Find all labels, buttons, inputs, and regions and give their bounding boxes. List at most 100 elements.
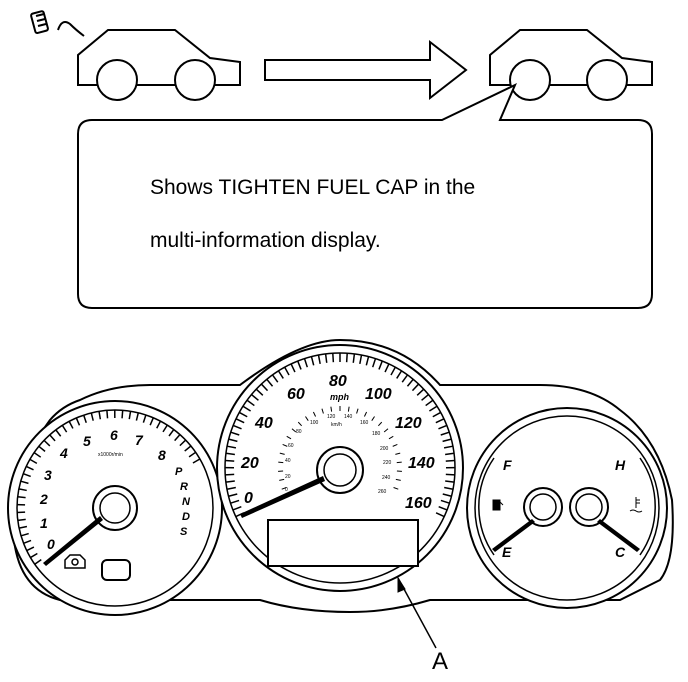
mph-140: 140	[408, 455, 435, 472]
tach-tick	[26, 546, 35, 552]
speed-tick	[255, 388, 264, 396]
speedometer: 0 20 40 60 80 100 120 140 160 mph 0 20 4…	[216, 344, 464, 592]
speed-tick	[440, 431, 450, 436]
car-icon	[77, 29, 241, 101]
tach-number-6: 6	[110, 427, 118, 443]
tach-tick	[188, 451, 197, 458]
kmh-tick	[392, 444, 398, 447]
kmh-tick	[377, 421, 383, 427]
fuel-pump-icon	[492, 499, 504, 511]
mph-80: 80	[329, 373, 347, 390]
tach-tick	[106, 410, 109, 419]
speed-tick	[238, 411, 248, 418]
gear-r: R	[180, 481, 188, 493]
mph-160: 160	[405, 495, 432, 512]
callout-line-2: multi-information display.	[150, 229, 381, 252]
mph-100: 100	[365, 386, 392, 403]
fuel-temperature-gauge: F E H C	[466, 407, 668, 609]
callout-line-1: Shows TIGHTEN FUEL CAP in the	[150, 176, 476, 199]
fuel-scale-arc	[478, 457, 495, 556]
speed-tick	[225, 459, 235, 462]
kmh-tick	[321, 408, 324, 414]
mph-40: 40	[254, 415, 273, 432]
mph-120: 120	[395, 415, 422, 432]
kmh-20: 20	[285, 474, 291, 480]
kmh-180: 180	[372, 431, 381, 437]
tach-tick	[22, 472, 31, 478]
tach-tick	[20, 480, 29, 485]
callout-box	[77, 82, 653, 309]
speed-tick	[438, 505, 448, 511]
tach-tick	[38, 445, 46, 452]
speed-tick	[445, 473, 455, 476]
tach-number-1: 1	[40, 515, 48, 531]
tach-tick	[90, 412, 94, 421]
kmh-tick	[388, 435, 394, 440]
speed-tick	[406, 378, 414, 387]
kmh-tick	[363, 411, 368, 417]
fuel-cap-icon	[30, 10, 85, 37]
speed-tick	[230, 499, 240, 504]
kmh-tick	[291, 428, 297, 433]
tach-tick	[34, 559, 42, 565]
speed-tick	[297, 360, 302, 370]
tach-tick	[17, 495, 26, 499]
speed-tick	[232, 424, 242, 430]
speed-tick	[303, 358, 309, 368]
tach-tick	[184, 445, 192, 452]
gear-n: N	[182, 496, 191, 508]
tach-unit-label: x1000r/min	[98, 452, 123, 458]
kmh-tick	[297, 421, 303, 427]
tach-number-0: 0	[47, 536, 55, 552]
speed-tick	[317, 354, 321, 365]
fuel-needle	[492, 519, 535, 552]
speed-tick	[225, 473, 235, 476]
tach-tick	[29, 458, 38, 464]
multi-information-display	[267, 519, 419, 567]
tach-tick	[168, 429, 175, 437]
tach-tick	[142, 414, 147, 423]
label-a: A	[432, 648, 449, 675]
tach-tick	[55, 429, 62, 437]
speed-tick	[228, 438, 238, 443]
kmh-tick	[305, 416, 309, 421]
tach-tick	[162, 424, 168, 433]
speed-tick	[226, 445, 237, 449]
tach-tick	[179, 439, 187, 447]
speed-tick	[442, 493, 452, 497]
speed-tick	[277, 370, 284, 379]
fuel-full-label: F	[503, 457, 512, 473]
kmh-tick	[281, 487, 287, 490]
speed-tick	[421, 393, 429, 401]
arrow-right-icon	[264, 39, 468, 101]
car-icon	[489, 29, 653, 101]
kmh-tick	[383, 428, 389, 433]
odometer-window	[101, 559, 131, 581]
speed-tick	[440, 499, 450, 504]
kmh-220: 220	[383, 460, 392, 466]
speed-tick	[332, 353, 335, 363]
tach-tick	[61, 424, 68, 433]
tach-tick	[18, 488, 27, 492]
kmh-0: 0	[285, 487, 288, 493]
kmh-120: 120	[327, 414, 336, 420]
speed-tick	[226, 486, 236, 490]
speed-tick	[365, 356, 370, 366]
speed-tick	[266, 378, 274, 387]
kmh-80: 80	[296, 429, 302, 435]
speed-tick	[428, 405, 438, 412]
speed-tick	[416, 388, 425, 396]
speed-tick	[246, 399, 255, 407]
kmh-60: 60	[288, 443, 294, 449]
kmh-tick	[371, 416, 375, 421]
kmh-tick	[395, 452, 401, 455]
tach-tick	[156, 420, 162, 429]
speed-tick	[396, 370, 403, 379]
tach-tick	[135, 412, 140, 421]
speed-tick	[225, 452, 235, 456]
label-a-arrowhead	[397, 576, 406, 593]
kmh-140: 140	[344, 414, 353, 420]
mph-0: 0	[244, 490, 253, 507]
speed-tick	[432, 411, 442, 418]
gear-s: S	[180, 526, 188, 538]
